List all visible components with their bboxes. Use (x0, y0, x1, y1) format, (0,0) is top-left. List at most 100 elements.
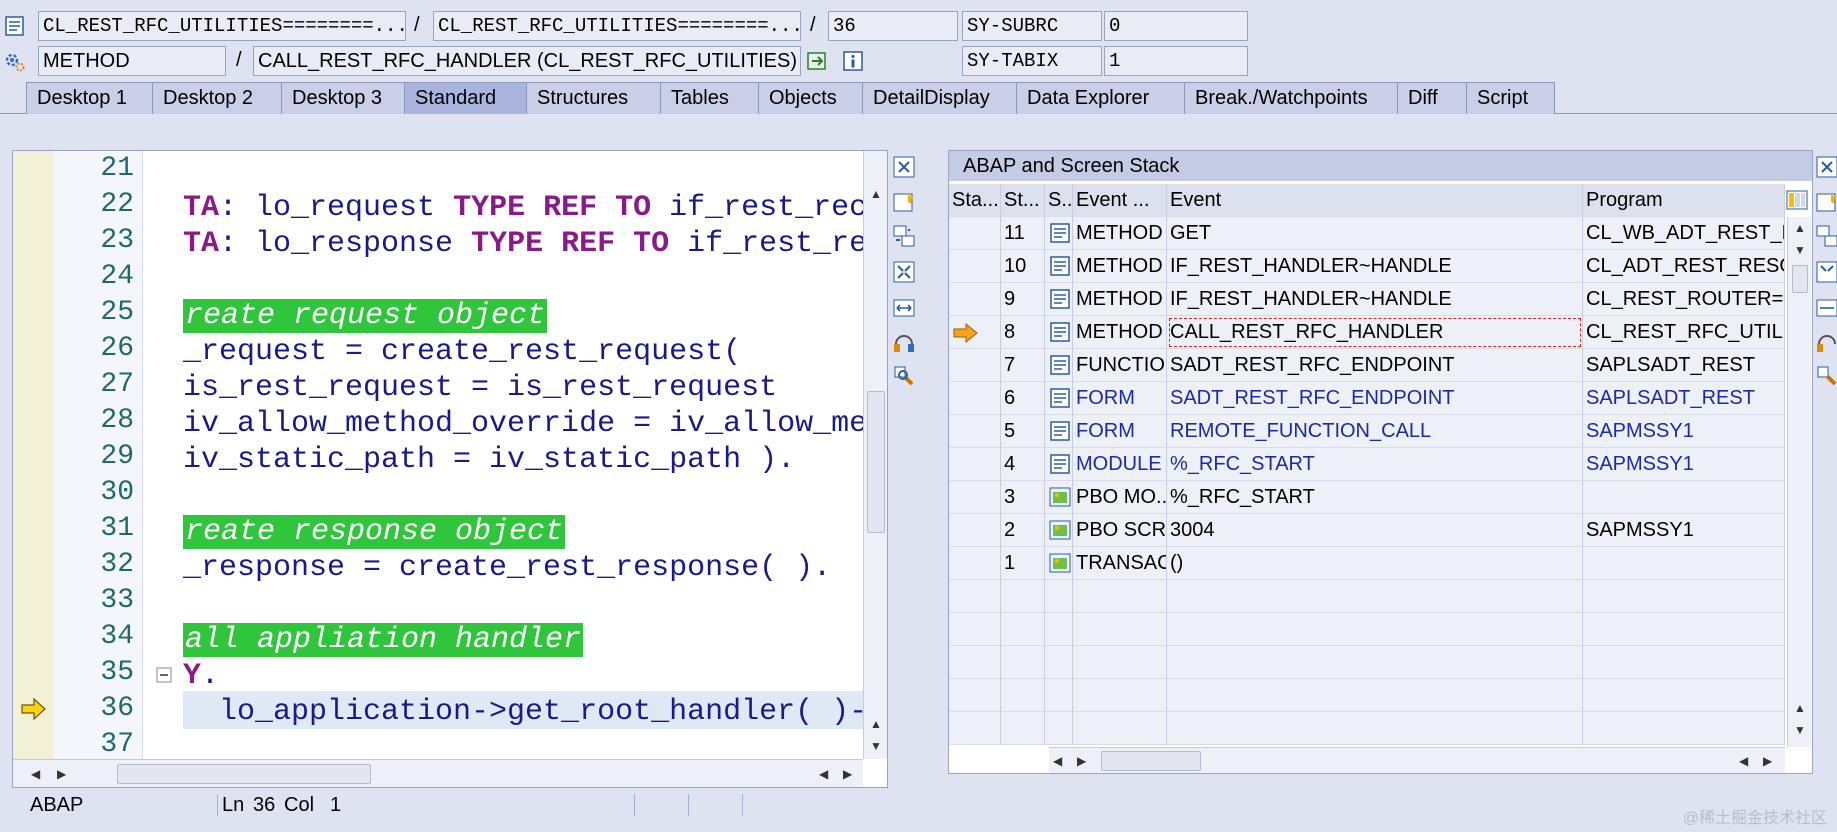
scroll-thumb[interactable] (117, 764, 371, 784)
method-field[interactable]: CALL_REST_RFC_HANDLER (CL_REST_RFC_UTILI… (253, 46, 801, 76)
column-header[interactable]: S... (1045, 184, 1073, 217)
table-row[interactable] (949, 679, 1785, 712)
swap-tool-icon[interactable] (1815, 224, 1837, 248)
code-line[interactable]: _request = create_rest_request( (183, 335, 741, 369)
tab-objects[interactable]: Objects (758, 82, 864, 114)
scroll-thumb[interactable] (1792, 265, 1808, 293)
tab-standard[interactable]: Standard (404, 82, 528, 114)
code-line[interactable]: lo_application->get_root_handler( )- (183, 695, 867, 729)
scroll-down-arrow-icon[interactable]: ▼ (1794, 723, 1806, 737)
services-icon[interactable] (892, 330, 916, 354)
maximize-icon[interactable] (1815, 260, 1837, 284)
scroll-right-arrow-icon[interactable]: ▶ (843, 767, 853, 781)
variable-name-field-2[interactable]: SY-TABIX (962, 46, 1102, 76)
scroll-right-arrow-icon[interactable]: ▶ (1763, 754, 1773, 768)
code-line[interactable]: TA: lo_response TYPE REF TO if_rest_re (183, 227, 867, 261)
column-header[interactable]: Sta... (949, 184, 1001, 217)
tab-data-explorer[interactable]: Data Explorer (1016, 82, 1186, 114)
column-header[interactable]: St... (1001, 184, 1045, 217)
resize-icon[interactable] (892, 296, 916, 320)
scroll-up-arrow-icon[interactable]: ▲ (870, 187, 882, 201)
scroll-right-arrow-icon[interactable]: ▶ (1077, 754, 1087, 768)
scroll-thumb[interactable] (1101, 751, 1201, 771)
code-line[interactable]: TA: lo_request TYPE REF TO if_rest_rec (183, 191, 867, 225)
tab-desktop-3[interactable]: Desktop 3 (281, 82, 406, 114)
code-line[interactable]: iv_static_path = iv_static_path ). (183, 443, 795, 477)
new-tool-icon[interactable] (1815, 190, 1837, 214)
editor-horizontal-scrollbar[interactable]: ◀ ▶ ◀ ▶ (13, 759, 863, 787)
close-icon[interactable] (892, 155, 916, 179)
tab-script[interactable]: Script (1466, 82, 1555, 114)
services-icon[interactable] (1815, 330, 1837, 354)
scroll-right-arrow-icon[interactable]: ▶ (57, 767, 67, 781)
scroll-up-arrow-icon[interactable]: ▲ (870, 717, 882, 731)
scroll-left-arrow-icon[interactable]: ◀ (819, 767, 829, 781)
code-line[interactable]: reate request object (183, 299, 548, 333)
collapse-icon[interactable] (156, 667, 172, 683)
scroll-left-arrow-icon[interactable]: ◀ (31, 767, 41, 781)
info-icon[interactable] (842, 50, 864, 72)
table-row[interactable] (949, 646, 1785, 679)
code-line[interactable]: iv_allow_method_override = iv_allow_me (183, 407, 867, 441)
variable-name-field[interactable]: SY-SUBRC (962, 11, 1102, 41)
navigate-icon[interactable] (806, 50, 828, 72)
code-line[interactable]: _response = create_rest_response( ). (183, 551, 831, 585)
code-line[interactable]: Y. (183, 659, 219, 693)
scroll-left-arrow-icon[interactable]: ◀ (1053, 754, 1063, 768)
tab-detaildisplay[interactable]: DetailDisplay (862, 82, 1018, 114)
stack-horizontal-scrollbar[interactable]: ◀ ▶ ◀ ▶ (1049, 747, 1785, 773)
close-icon[interactable] (1815, 155, 1837, 179)
tab-structures[interactable]: Structures (526, 82, 662, 114)
editor-vertical-scrollbar[interactable]: ▲ ▲ ▼ (863, 151, 887, 759)
source-icon[interactable] (4, 15, 26, 37)
column-header[interactable]: Event ... (1073, 184, 1167, 217)
tab-desktop-1[interactable]: Desktop 1 (26, 82, 154, 114)
scroll-left-arrow-icon[interactable]: ◀ (1739, 754, 1749, 768)
maximize-icon[interactable] (892, 260, 916, 284)
tab-desktop-2[interactable]: Desktop 2 (152, 82, 283, 114)
tab-tables[interactable]: Tables (660, 82, 760, 114)
column-layout-icon[interactable] (1785, 188, 1809, 212)
scroll-thumb[interactable] (867, 391, 885, 533)
stack-vertical-scrollbar[interactable]: ▲ ▼ ▲ ▼ (1787, 217, 1811, 747)
scroll-up-arrow-icon[interactable]: ▲ (1794, 221, 1806, 235)
breakpoint-gutter[interactable] (13, 151, 53, 759)
column-header[interactable]: Program (1583, 184, 1785, 217)
table-row[interactable]: 7FUNCTIO...SADT_REST_RFC_ENDPOINTSAPLSAD… (949, 349, 1785, 382)
scroll-down-arrow-icon[interactable]: ▼ (1794, 243, 1806, 257)
code-line[interactable]: is_rest_request = is_rest_request (183, 371, 777, 405)
line-field[interactable]: 36 (828, 11, 958, 41)
settings-gear-icon[interactable] (4, 51, 26, 73)
column-header[interactable]: Event (1167, 184, 1583, 217)
tool-settings-icon[interactable] (1815, 364, 1837, 388)
table-row[interactable] (949, 580, 1785, 613)
include-field[interactable]: CL_REST_RFC_UTILITIES========... (433, 11, 801, 41)
swap-tool-icon[interactable] (892, 224, 916, 248)
tab-diff[interactable]: Diff (1397, 82, 1468, 114)
table-row[interactable] (949, 712, 1785, 745)
program-field[interactable]: CL_REST_RFC_UTILITIES========... (38, 11, 406, 41)
table-row[interactable]: 1TRANSAC...() (949, 547, 1785, 580)
tool-settings-icon[interactable] (892, 364, 916, 388)
scroll-down-arrow-icon[interactable]: ▼ (870, 739, 882, 753)
table-row[interactable] (949, 613, 1785, 646)
tab-break-watchpoints[interactable]: Break./Watchpoints (1184, 82, 1399, 114)
code-line[interactable]: all appliation handler (183, 623, 584, 657)
resize-icon[interactable] (1815, 296, 1837, 320)
variable-value-field[interactable]: 0 (1104, 11, 1248, 41)
new-tool-icon[interactable] (892, 190, 916, 214)
scroll-up-arrow-icon[interactable]: ▲ (1794, 701, 1806, 715)
block-kind-field[interactable]: METHOD (38, 46, 226, 76)
variable-value-field-2[interactable]: 1 (1104, 46, 1248, 76)
code-line[interactable]: reate response object (183, 515, 566, 549)
